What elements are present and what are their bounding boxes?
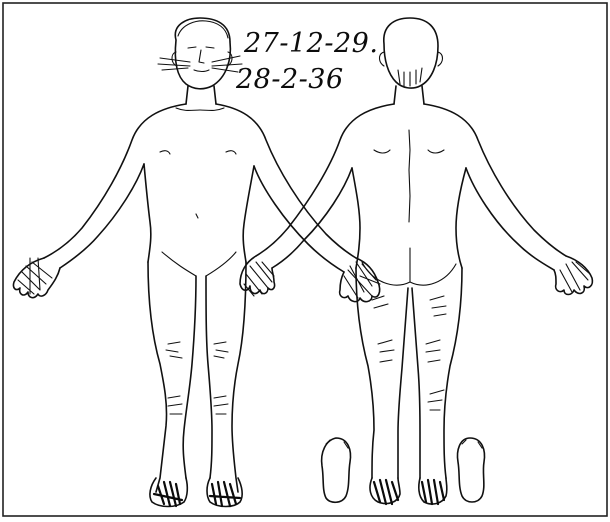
- back-left-heel-hatching: [374, 480, 398, 504]
- front-left-hand: [13, 258, 60, 298]
- back-left-leg-inner: [398, 288, 408, 478]
- front-nipple-right: [226, 151, 236, 154]
- back-knee-left-marks: [378, 340, 394, 362]
- back-ear-left: [380, 52, 385, 66]
- back-thigh-right-marks: [430, 296, 446, 316]
- date-annotation-1: 27-12-29.: [243, 28, 378, 59]
- front-right-arm-inner: [254, 166, 344, 272]
- front-mouth: [194, 70, 209, 72]
- front-right-hand-hatching: [344, 262, 380, 298]
- front-left-hand-hatching: [18, 258, 52, 294]
- front-right-leg-inner: [206, 276, 212, 478]
- front-head: [175, 18, 230, 89]
- front-knee-left-marks: [166, 342, 182, 358]
- front-nipple-left: [160, 151, 170, 154]
- front-left-arm: [44, 104, 186, 258]
- front-left-foot-hatching: [154, 482, 182, 506]
- back-torso-right: [456, 168, 466, 268]
- front-torso-right: [243, 166, 254, 262]
- date-annotation-2: 28-2-36: [235, 64, 344, 95]
- back-calf-right-marks: [428, 390, 444, 410]
- back-head: [384, 18, 438, 88]
- front-left-leg-outer: [148, 262, 167, 492]
- back-right-arm: [424, 104, 566, 256]
- right-sole: [458, 438, 485, 502]
- back-torso-left: [352, 168, 360, 268]
- front-shin-left-marks: [168, 396, 182, 414]
- back-buttock-right: [410, 264, 456, 285]
- back-right-heel-hatching: [422, 480, 444, 504]
- back-right-arm-inner: [466, 168, 554, 270]
- back-hair-nape: [398, 68, 422, 86]
- front-left-leg-inner: [183, 276, 196, 478]
- back-spine: [409, 130, 410, 222]
- back-shoulder-blade-left: [374, 150, 390, 153]
- back-right-leg-inner: [412, 288, 420, 478]
- front-nose: [199, 50, 204, 63]
- front-right-foot-hatching: [210, 482, 240, 506]
- front-collarbone: [176, 108, 224, 111]
- back-ear-right: [438, 52, 443, 66]
- back-right-hand: [554, 256, 592, 295]
- left-sole: [322, 438, 351, 502]
- front-eye-left: [188, 47, 196, 48]
- front-navel: [196, 214, 198, 218]
- front-groin-left: [162, 252, 196, 276]
- back-left-hand-hatching: [244, 262, 274, 296]
- front-right-arm: [216, 104, 356, 258]
- front-eye-right: [206, 47, 214, 48]
- front-right-leg-outer: [232, 262, 246, 492]
- back-shoulder-blade-right: [428, 150, 444, 153]
- front-left-arm-inner: [60, 164, 144, 268]
- back-knee-right-marks: [426, 340, 440, 362]
- sole-outlines: [322, 438, 485, 502]
- front-shin-right-marks: [214, 396, 228, 414]
- front-torso-left: [144, 164, 151, 262]
- front-knee-right-marks: [214, 342, 228, 358]
- front-groin-right: [206, 252, 236, 276]
- front-right-hand: [340, 258, 380, 302]
